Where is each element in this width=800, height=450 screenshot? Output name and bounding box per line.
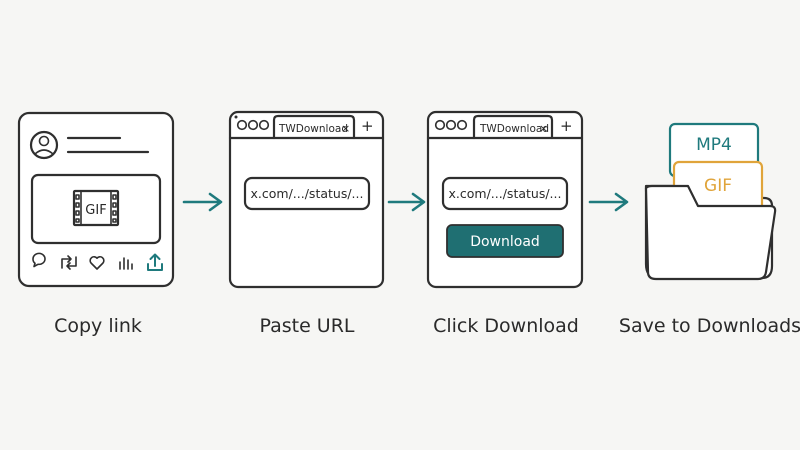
arrow-right-icon bbox=[182, 192, 223, 212]
url-input-text: x.com/.../status/... bbox=[251, 186, 364, 201]
step-label-click-download: Click Download bbox=[433, 315, 579, 337]
browser-tab[interactable] bbox=[272, 114, 356, 140]
folder-icon bbox=[644, 184, 777, 281]
tab-title: TWDownload bbox=[479, 123, 549, 135]
arrow-right-icon bbox=[387, 192, 426, 212]
browser-window-paste: TWDownload × + x.com/.../status/... bbox=[228, 110, 385, 289]
mp4-file-label: MP4 bbox=[696, 135, 732, 155]
new-tab-icon[interactable]: + bbox=[560, 117, 573, 135]
repost-icon[interactable] bbox=[61, 255, 77, 270]
browser-tab[interactable] bbox=[472, 114, 554, 140]
step-label-save-to-downloads: Save to Downloads bbox=[619, 315, 800, 337]
post-card: GIF bbox=[17, 111, 175, 288]
stats-icon[interactable] bbox=[119, 257, 133, 270]
tab-close-icon[interactable]: × bbox=[341, 122, 350, 135]
like-icon[interactable] bbox=[89, 255, 105, 270]
step-label-paste-url: Paste URL bbox=[259, 315, 354, 337]
share-icon[interactable] bbox=[147, 253, 163, 271]
post-media bbox=[30, 173, 162, 245]
url-input-text: x.com/.../status/... bbox=[449, 186, 562, 201]
window-controls-icon[interactable] bbox=[234, 115, 270, 131]
arrow-right-icon bbox=[588, 192, 629, 212]
browser-frame bbox=[228, 110, 385, 289]
download-button[interactable] bbox=[446, 224, 564, 258]
new-tab-icon[interactable]: + bbox=[361, 117, 374, 135]
tab-title: TWDownload bbox=[278, 123, 348, 135]
downloads-folder: MP4 GIF bbox=[644, 122, 777, 281]
media-label: GIF bbox=[85, 203, 106, 218]
window-controls-icon[interactable] bbox=[434, 119, 468, 131]
comment-icon[interactable] bbox=[32, 252, 46, 268]
url-input[interactable] bbox=[243, 176, 371, 211]
tab-close-icon[interactable]: × bbox=[539, 122, 548, 135]
url-input[interactable] bbox=[441, 176, 569, 211]
browser-window-download: TWDownload × + x.com/.../status/... Down… bbox=[426, 110, 584, 289]
download-button-label: Download bbox=[470, 234, 540, 250]
step-label-copy-link: Copy link bbox=[54, 315, 142, 337]
avatar-icon bbox=[29, 130, 59, 160]
gif-file-label: GIF bbox=[704, 176, 732, 196]
film-strip-icon bbox=[72, 189, 120, 227]
